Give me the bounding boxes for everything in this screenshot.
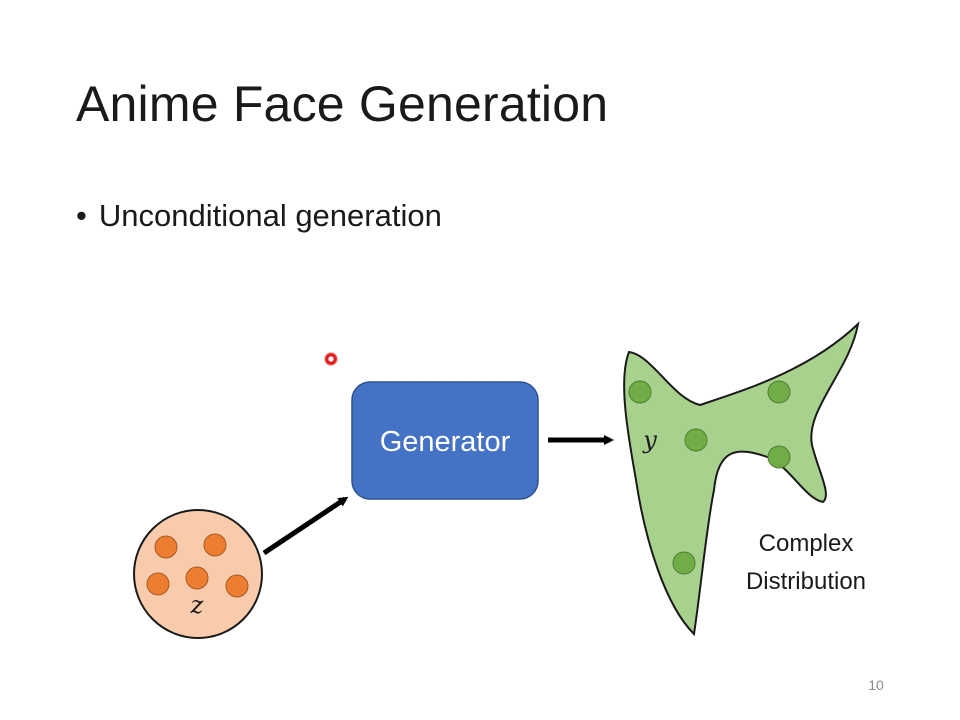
input-sample-dot bbox=[203, 533, 227, 557]
input-to-generator-arrow bbox=[262, 496, 349, 556]
distribution-label-line1: Complex bbox=[759, 530, 854, 557]
output-symbol: y bbox=[642, 426, 657, 454]
bullet-item: • Unconditional generation bbox=[76, 196, 442, 236]
output-sample-dot bbox=[628, 380, 652, 404]
input-distribution: z bbox=[133, 509, 263, 639]
bullet-symbol: • bbox=[76, 198, 87, 233]
output-distribution: y bbox=[623, 321, 860, 637]
distribution-label-line2: Distribution bbox=[746, 568, 866, 595]
output-sample-dot bbox=[684, 428, 708, 452]
output-sample-dot bbox=[767, 380, 791, 404]
bullet-text: Unconditional generation bbox=[98, 198, 442, 233]
output-sample-dot bbox=[672, 551, 696, 575]
slide-title: Anime Face Generation bbox=[76, 76, 609, 132]
input-sample-dot bbox=[146, 572, 170, 596]
generator-box: Generator bbox=[351, 381, 539, 500]
input-sample-dot bbox=[225, 574, 249, 598]
generator-label: Generator bbox=[380, 426, 511, 458]
input-symbol: z bbox=[190, 591, 204, 619]
page-number: 10 bbox=[868, 677, 884, 693]
input-sample-dot bbox=[185, 566, 209, 590]
laser-pointer-icon bbox=[324, 352, 338, 366]
input-sample-dot bbox=[154, 535, 178, 559]
output-sample-dot bbox=[767, 445, 791, 469]
